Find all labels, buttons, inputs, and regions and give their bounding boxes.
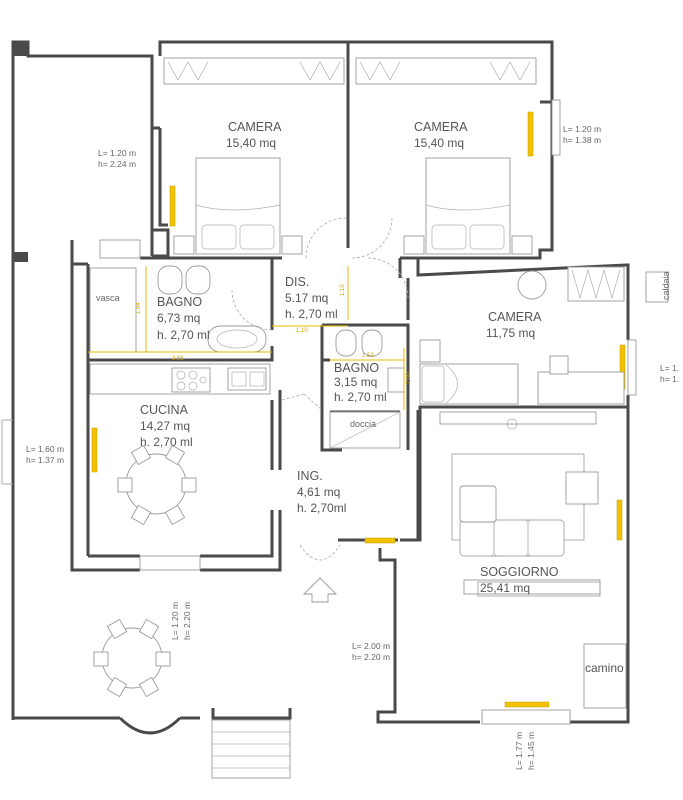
dim-bagno2-h: 2.00 bbox=[406, 372, 412, 384]
window-soggiorno-side bbox=[616, 499, 623, 541]
note-cucina-front-h: h= 2.20 m bbox=[182, 602, 192, 640]
dim-bagno2-w: 1.52 bbox=[362, 353, 374, 359]
area-ingresso: 4,61 mq bbox=[297, 485, 340, 499]
height-cucina: h. 2,70 ml bbox=[140, 435, 193, 449]
beds bbox=[173, 157, 625, 405]
area-bagno-big: 6,73 mq bbox=[157, 311, 200, 325]
label-doccia: doccia bbox=[350, 419, 376, 429]
note-cucina-front-l: L= 1.20 m bbox=[170, 602, 180, 640]
window-annotations: L= 1.20 m h= 2.24 m L= 1.20 m h= 1.38 m … bbox=[26, 124, 679, 770]
note-soggiorno-side-l: L= 2.00 m bbox=[352, 641, 390, 651]
dim-bagno-w: 3.66 bbox=[172, 356, 184, 362]
area-soggiorno: 25,41 mq bbox=[480, 581, 530, 595]
label-vasca: vasca bbox=[96, 293, 120, 303]
outdoor-table bbox=[93, 618, 171, 698]
note-cucina-side-l: L= 1.60 m bbox=[26, 444, 64, 454]
note-camera-small-h: h= 1. bbox=[660, 374, 679, 384]
label-camino: camino bbox=[585, 661, 624, 675]
height-dis: h. 2,70 ml bbox=[285, 307, 338, 321]
area-cucina: 14,27 mq bbox=[140, 419, 190, 433]
window-cucina-side bbox=[91, 427, 98, 473]
bagno-fixtures bbox=[89, 265, 405, 449]
dim-dis-h: 1.10 bbox=[296, 328, 308, 334]
window-soggiorno-front bbox=[504, 701, 550, 708]
label-caldaia: caldaia bbox=[661, 271, 671, 300]
label-cucina: CUCINA bbox=[140, 403, 189, 417]
note-camera-left-h: h= 2.24 m bbox=[98, 159, 136, 169]
note-camera-right-h: h= 1.38 m bbox=[563, 135, 601, 145]
height-ingresso: h. 2,70ml bbox=[297, 501, 346, 515]
area-camera-right: 15,40 mq bbox=[414, 136, 464, 150]
label-camera-left: CAMERA bbox=[228, 120, 282, 134]
window-camera-right bbox=[527, 111, 534, 157]
fixture-labels: vasca doccia caldaia camino bbox=[96, 271, 671, 675]
note-camera-right-l: L= 1.20 m bbox=[563, 124, 601, 134]
window-ingresso bbox=[364, 537, 396, 544]
note-camera-left-l: L= 1.20 m bbox=[98, 148, 136, 158]
wardrobes bbox=[163, 57, 625, 302]
height-bagno-big: h. 2,70 ml bbox=[157, 328, 210, 342]
area-camera-left: 15,40 mq bbox=[226, 136, 276, 150]
note-camera-small-l: L= 1. bbox=[660, 363, 679, 373]
label-camera-small: CAMERA bbox=[488, 310, 542, 324]
area-bagno-small: 3,15 mq bbox=[334, 375, 377, 389]
label-dis: DIS. bbox=[285, 275, 309, 289]
living-fixtures bbox=[439, 271, 669, 709]
note-soggiorno-side-h: h= 2.20 m bbox=[352, 652, 390, 662]
height-bagno-small: h. 2,70 ml bbox=[334, 390, 387, 404]
label-bagno-small: BAGNO bbox=[334, 361, 379, 375]
dimension-lines: 1.84 3.66 1.10 1.10 1.52 2.00 bbox=[88, 266, 412, 410]
room-labels: CAMERA 15,40 mq CAMERA 15,40 mq CAMERA 1… bbox=[140, 120, 559, 595]
dim-bagno-h: 1.84 bbox=[136, 302, 142, 314]
entrance-steps bbox=[211, 719, 291, 779]
entrance-arrow bbox=[302, 577, 338, 603]
label-ingresso: ING. bbox=[297, 469, 323, 483]
label-bagno-big: BAGNO bbox=[157, 295, 202, 309]
note-soggiorno-front-l: L= 1.77 m bbox=[514, 732, 524, 770]
label-soggiorno: SOGGIORNO bbox=[480, 565, 559, 579]
doors bbox=[231, 217, 409, 561]
note-soggiorno-front-h: h= 1.45 m bbox=[526, 732, 536, 770]
window-camera-left bbox=[169, 185, 176, 227]
label-camera-right: CAMERA bbox=[414, 120, 468, 134]
windows bbox=[91, 99, 637, 725]
area-camera-small: 11,75 mq bbox=[486, 326, 535, 340]
area-dis: 5.17 mq bbox=[285, 291, 328, 305]
kitchen-fixtures bbox=[89, 363, 271, 526]
note-cucina-side-h: h= 1.37 m bbox=[26, 455, 64, 465]
dim-dis-v: 1.10 bbox=[340, 284, 346, 296]
